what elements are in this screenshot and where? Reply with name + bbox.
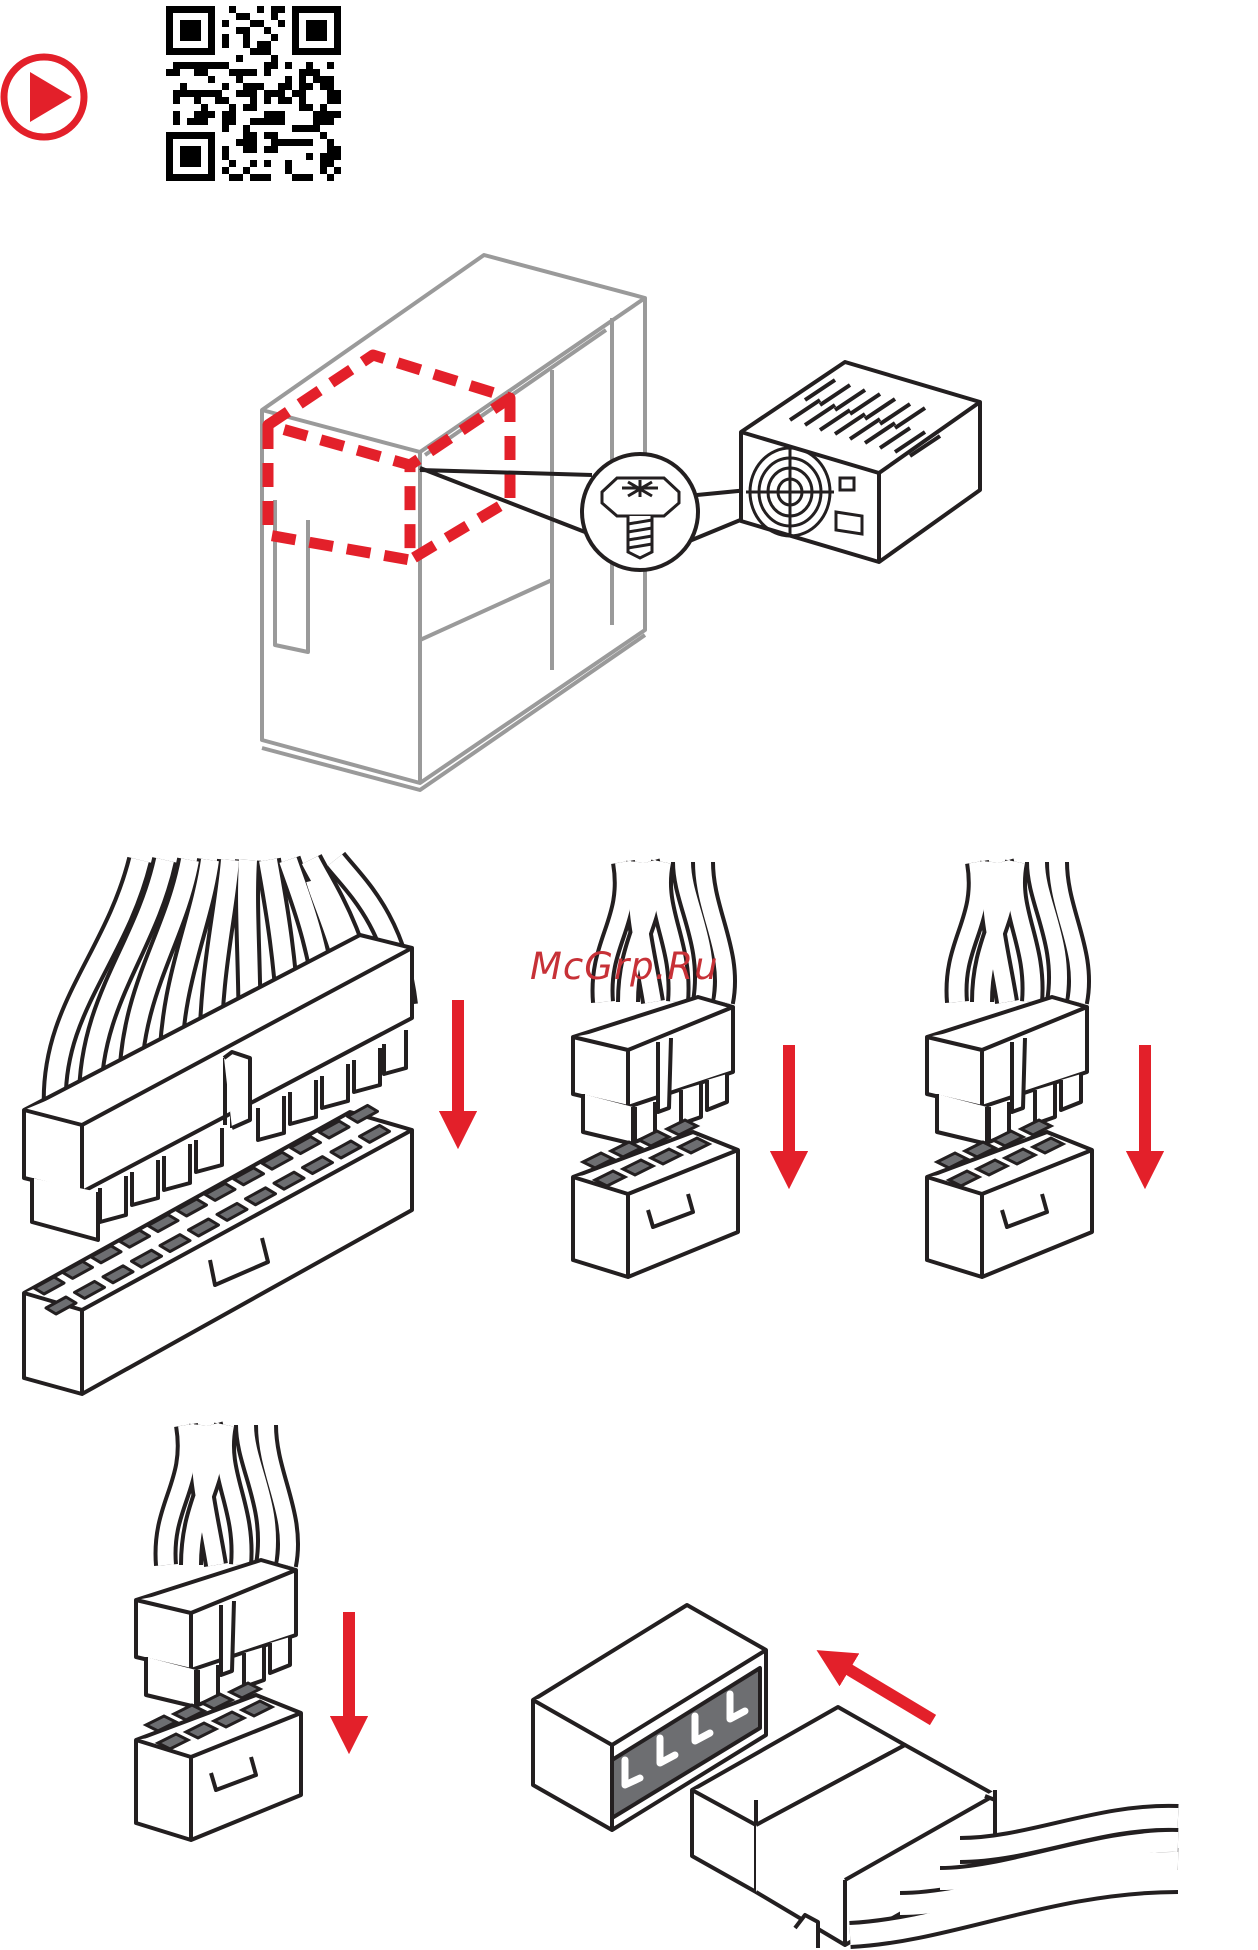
atx-24pin-power-connector xyxy=(24,860,412,1394)
molex-4pin-power-connector xyxy=(533,1605,1178,1948)
psu-install-into-case xyxy=(262,255,980,790)
play-circle-icon[interactable] xyxy=(4,57,84,137)
cpu-8pin-power-connector-b xyxy=(927,862,1092,1277)
pcie-8pin-power-connector xyxy=(136,1425,301,1840)
qr-code-icon[interactable] xyxy=(166,6,341,181)
cpu-8pin-power-connector-a xyxy=(573,862,738,1277)
watermark: McGrp.Ru xyxy=(530,945,719,988)
